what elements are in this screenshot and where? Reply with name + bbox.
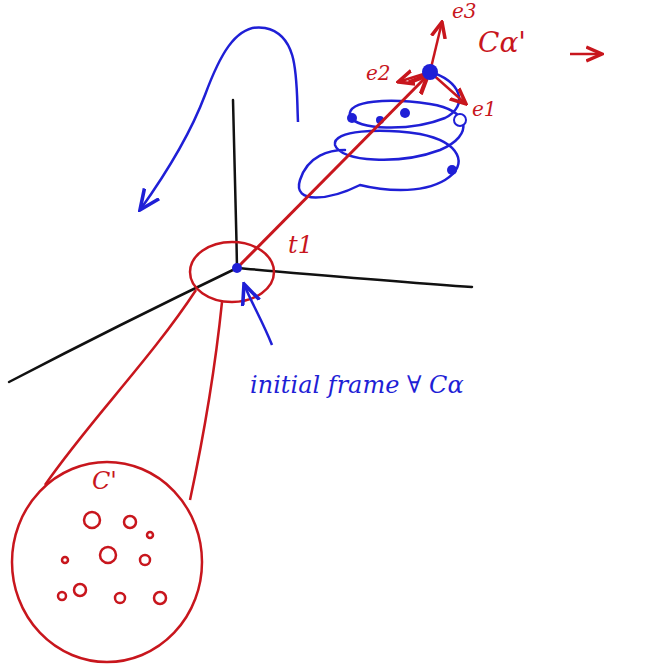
pointer-arrow: [244, 284, 272, 345]
curve-label: C': [92, 468, 117, 494]
rotation-arrow: [140, 27, 298, 210]
curve-label: Cα': [478, 28, 526, 59]
basis-label: e2: [366, 62, 391, 84]
annotation: initial frame ∀ Cα: [250, 372, 464, 398]
basis-label: e1: [472, 98, 497, 120]
zoom-callout: [12, 242, 274, 662]
frame-arrows: [398, 22, 602, 104]
frame-points: [347, 108, 466, 175]
basis-label: e3: [452, 0, 477, 22]
axes: [9, 100, 472, 382]
frame-origin: [422, 64, 438, 80]
vector-label: t1: [288, 232, 313, 258]
tangent-vector: [237, 75, 428, 268]
initial-point: [232, 263, 242, 273]
